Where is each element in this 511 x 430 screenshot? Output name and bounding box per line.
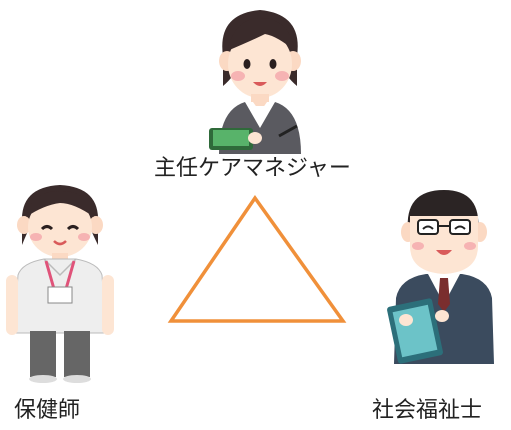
role-label-public-health-nurse: 保健師 — [14, 398, 81, 423]
social-worker-illustration — [387, 190, 494, 364]
role-label-social-worker: 社会福祉士 — [372, 398, 483, 423]
care-manager-illustration — [209, 10, 301, 154]
public-health-nurse-illustration — [6, 185, 114, 383]
triangle-shape — [167, 194, 347, 323]
role-label-care-manager: 主任ケアマネジャー — [154, 156, 351, 181]
